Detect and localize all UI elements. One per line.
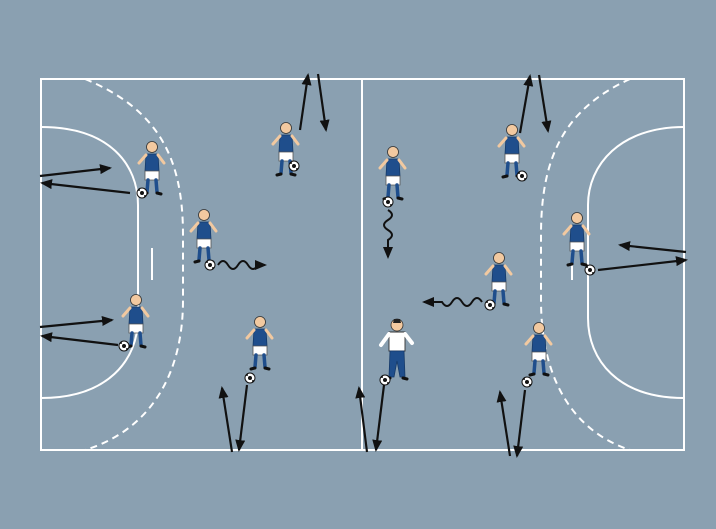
player-icon <box>245 317 272 384</box>
player-icon <box>191 210 216 271</box>
arrow <box>318 74 326 130</box>
arrow <box>520 76 530 133</box>
arrow <box>42 336 118 345</box>
arrow <box>620 245 686 252</box>
arrow <box>40 168 110 176</box>
arrow <box>40 320 112 327</box>
player-icon <box>485 253 511 311</box>
player-icon <box>499 125 527 182</box>
left-free-throw-line <box>85 79 183 450</box>
dribble-arrow <box>384 210 392 257</box>
arrow <box>222 388 232 452</box>
dribble-arrows <box>218 210 482 306</box>
arrow <box>539 75 548 131</box>
dribble-arrow <box>218 261 265 269</box>
players <box>119 123 595 388</box>
arrow <box>42 183 130 193</box>
court-lines <box>41 79 684 450</box>
arrow <box>500 392 510 456</box>
left-goal-area <box>41 127 138 398</box>
arrow <box>300 75 308 130</box>
player-icon <box>273 123 299 176</box>
dribble-arrow <box>424 298 482 306</box>
player-icon <box>380 147 405 208</box>
arrow <box>598 260 686 270</box>
player-icon <box>137 142 164 199</box>
arrow <box>239 385 247 450</box>
coach-icon <box>380 319 412 385</box>
arrow <box>376 385 384 450</box>
player-icon <box>564 213 595 276</box>
arrow <box>517 390 525 456</box>
